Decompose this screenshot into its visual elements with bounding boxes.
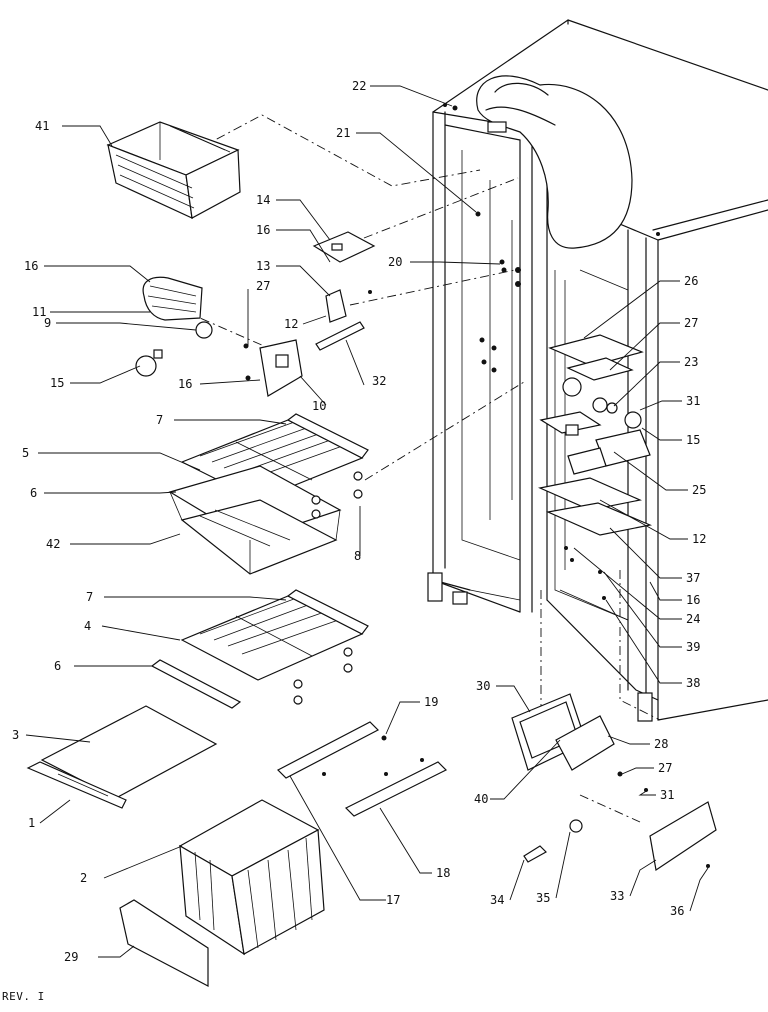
callout-24: 24 [686,612,701,626]
callout-13: 13 [256,259,271,273]
callout-31: 31 [660,788,675,802]
leader-lines [25,85,709,958]
callout-16: 16 [24,259,39,273]
light-shield-11 [142,276,203,321]
callout-16: 16 [256,223,271,237]
callout-34: 34 [490,893,505,907]
callout-40: 40 [474,792,489,806]
callout-27: 27 [684,316,699,330]
callout-36: 36 [670,904,685,918]
callout-38: 38 [686,676,701,690]
callout-37: 37 [686,571,701,585]
callout-21: 21 [336,126,351,140]
callout-10: 10 [312,399,327,413]
callout-17: 17 [386,893,401,907]
duct-assembly [443,75,633,249]
shelf-4 [150,589,369,709]
wire-basket-41 [106,121,241,220]
callout-7: 7 [86,590,94,604]
callout-15: 15 [686,433,701,447]
callout-27: 27 [256,279,271,293]
callout-42: 42 [46,537,61,551]
callout-1: 1 [28,816,36,830]
callout-29: 29 [64,950,79,964]
callout-16: 16 [178,377,193,391]
callout-30: 30 [476,679,491,693]
callout-12: 12 [284,317,299,331]
callout-25: 25 [692,483,707,497]
callout-22: 22 [352,79,367,93]
callout-5: 5 [22,446,30,460]
callout-35: 35 [536,891,551,905]
callout-23: 23 [684,355,699,369]
callout-26: 26 [684,274,699,288]
callout-7: 7 [156,413,164,427]
assembly-lines [149,114,661,823]
callout-14: 14 [256,193,271,207]
socket-9 [195,321,213,339]
callout-11: 11 [32,305,47,319]
callout-28: 28 [654,737,669,751]
callout-6: 6 [30,486,38,500]
callout-33: 33 [610,889,625,903]
callout-15: 15 [50,376,65,390]
basket-42 [168,465,342,575]
control-housing [511,693,717,872]
bulb-15 [135,355,157,377]
callout-8: 8 [354,549,362,563]
revision-note: REV. I [2,990,45,1003]
callout-39: 39 [686,640,701,654]
crisper-pan-2 [119,799,325,987]
callout-16: 16 [686,593,701,607]
crisper-cover-3 [26,705,218,809]
callout-9: 9 [44,316,52,330]
interior-screws [475,211,521,373]
callout-4: 4 [84,619,92,633]
bracket-14 [312,231,376,263]
callout-18: 18 [436,866,451,880]
callout-31: 31 [686,394,701,408]
callout-20: 20 [388,255,403,269]
callout-12: 12 [692,532,707,546]
callout-6: 6 [54,659,62,673]
control-cluster [538,334,653,600]
callout-2: 2 [80,871,88,885]
control-bracket [243,289,372,397]
callout-19: 19 [424,695,439,709]
callout-32: 32 [372,374,387,388]
rails [276,721,448,817]
callout-27: 27 [658,761,673,775]
callout-3: 3 [12,728,20,742]
callout-41: 41 [35,119,50,133]
clips-8 [311,471,363,519]
refrigerator-cabinet [427,19,768,722]
